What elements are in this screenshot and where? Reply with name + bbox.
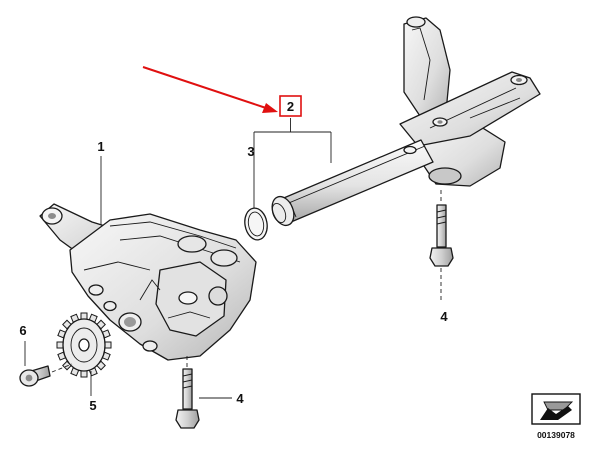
highlight-arrow [142, 66, 278, 113]
callout-4-upper: 4 [440, 309, 448, 324]
callout-5: 5 [89, 398, 96, 413]
callout-3: 3 [247, 144, 254, 159]
sprocket-tooth [104, 341, 112, 349]
screw: 6 [19, 323, 73, 387]
callout-6: 6 [19, 323, 26, 338]
sprocket-tooth [80, 312, 88, 320]
callout-2: 2 [287, 99, 294, 114]
doc-reference: 00139078 [531, 393, 581, 440]
bolt-lower: 4 [175, 356, 244, 429]
o-ring: 3 [244, 144, 268, 241]
callout-2-highlight-box [279, 95, 302, 117]
oil-pickup [271, 16, 541, 227]
doc-number: 00139078 [537, 430, 575, 440]
callout-1: 1 [97, 139, 104, 154]
oil-pump: 1 [39, 139, 257, 361]
callout-2-group: 2 [253, 95, 332, 210]
sprocket-tooth [80, 370, 88, 378]
sprocket: 5 [56, 312, 112, 413]
callout-4-lower: 4 [236, 391, 244, 406]
sprocket-tooth [56, 341, 64, 349]
arrow-down-left-icon [540, 401, 574, 420]
bolt-upper: 4 [429, 190, 454, 324]
